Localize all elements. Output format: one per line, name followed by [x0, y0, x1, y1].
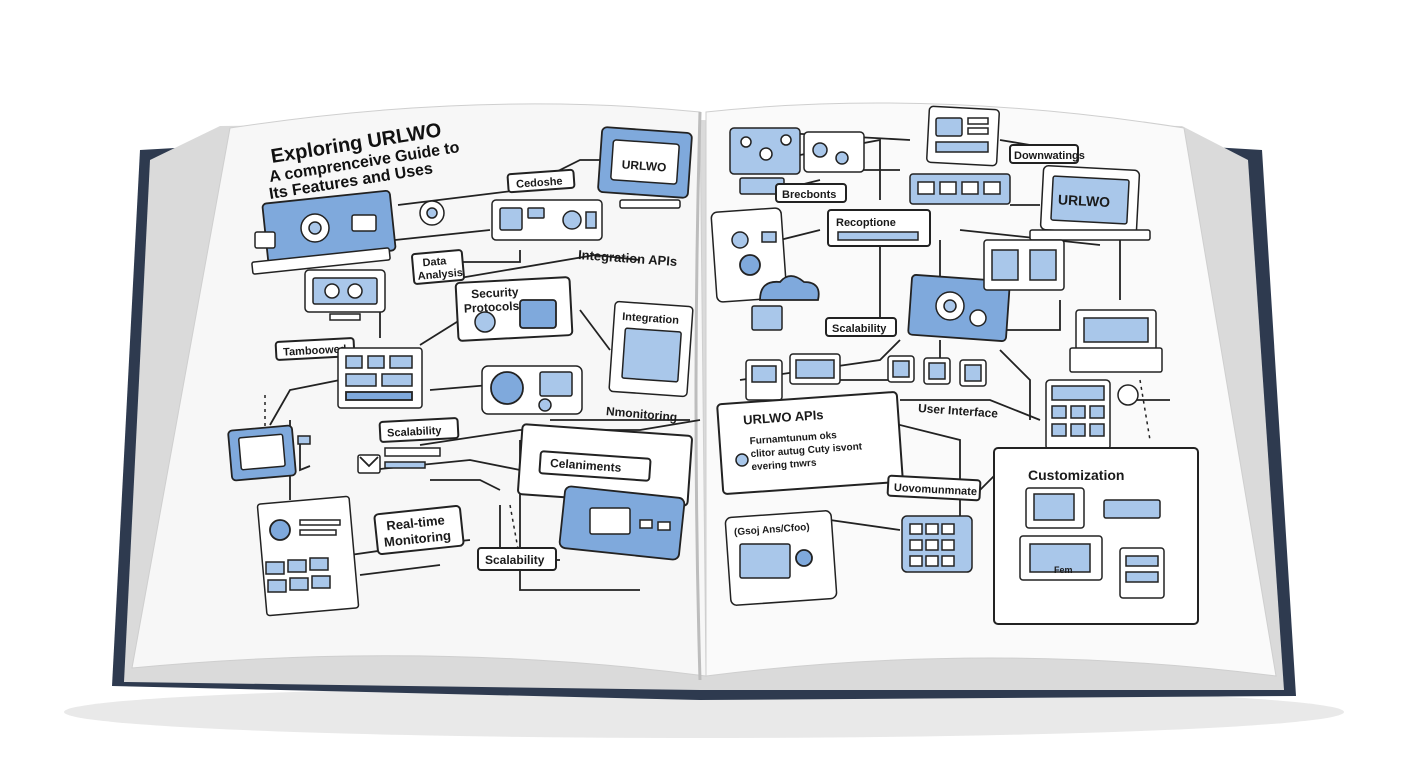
- urlwo-laptop-illustration: URLWO: [1029, 165, 1151, 241]
- celaniments-panel: Celaniments: [517, 423, 693, 507]
- network-graph-illustration: [729, 127, 865, 195]
- gear-monitor-illustration: [907, 274, 1011, 342]
- app-window-illustration: [491, 199, 603, 241]
- settings-window-illustration: [926, 105, 1000, 167]
- icon-row-illustration: [887, 355, 987, 387]
- integration-label: Integration: [622, 311, 680, 327]
- customization-label: Customization: [1028, 467, 1124, 483]
- codeshe-tag: [506, 168, 576, 194]
- analytics-monitor-illustration: [304, 269, 386, 321]
- tamboowed-label: Tamboowed: [283, 343, 347, 358]
- downwatings-tag: [1009, 144, 1079, 164]
- api-device-illustration: (Gsoj Ans/Cfoo): [724, 510, 838, 606]
- gear-icon: [419, 200, 445, 226]
- brecbonts-label: Brecbonts: [782, 189, 836, 201]
- image-window-illustration: [983, 239, 1065, 291]
- user-cloud-illustration: [751, 275, 820, 331]
- message-list-illustration: [357, 447, 441, 474]
- urlwo-monitor-label: URLWO: [621, 157, 667, 174]
- urlwo-apis-box: URLWO APIs Furnamtunum oks clitor autug …: [716, 391, 904, 495]
- book-gutter: [694, 111, 702, 681]
- customization-panel: Customization Fem: [993, 447, 1199, 625]
- security-protocols-box: Security Protocols: [454, 276, 574, 342]
- mobile-app-illustration: [710, 207, 788, 303]
- calculator-grid-illustration: [1045, 379, 1139, 451]
- scalability-label-b: Scalability: [485, 553, 545, 567]
- user-interface-label: User Interface: [918, 401, 999, 421]
- security-label-1: Security: [471, 285, 519, 301]
- document-illustration: [256, 495, 360, 617]
- urlwo-apis-label: URLWO APIs: [743, 407, 824, 428]
- celaniments-label: Celaniments: [550, 456, 622, 475]
- scalability-label-right: Scalability: [832, 323, 887, 335]
- uovomunmnate-label: Uovomunmnate: [894, 482, 978, 498]
- scalability-tag-a: [378, 417, 460, 443]
- realtime-label-2: Monitoring: [383, 528, 451, 550]
- realtime-label-1: Real-time: [386, 512, 446, 533]
- urlwo-laptop-label: URLWO: [1058, 191, 1111, 210]
- urlwo-monitor-illustration: URLWO: [597, 126, 693, 209]
- urlwo-apis-text-3: evering tnwrs: [751, 458, 817, 474]
- desktop-pc-illustration: [745, 353, 841, 401]
- integration-device-illustration: Integration: [608, 300, 694, 398]
- security-label-2: Protocols: [464, 299, 520, 316]
- api-flow-label: (Gsoj Ans/Cfoo): [734, 522, 810, 538]
- brecbonts-tag: [775, 183, 847, 203]
- integration-apis-label: Integration APIs: [578, 247, 678, 269]
- fem-tag-label: Fem: [1054, 565, 1073, 575]
- data-analysis-tag: [411, 249, 465, 285]
- scalability-label-a: Scalability: [387, 425, 443, 440]
- downwatings-label: Downwatings: [1014, 150, 1085, 162]
- tablet-illustration: [227, 424, 311, 482]
- book-shadow: [64, 686, 1344, 738]
- circuit-strip-illustration: [909, 173, 1011, 205]
- data-analysis-label-2: Analysis: [417, 267, 463, 283]
- scalability-tag-b: [477, 547, 557, 571]
- scalability-tag-right: [825, 317, 897, 337]
- dashboard-window-illustration: [337, 347, 423, 409]
- recoptione-box: Recoptione: [827, 209, 931, 247]
- cloud-chart-illustration: [481, 365, 583, 415]
- codeshe-label: Cedoshe: [516, 176, 563, 191]
- uovomunmnate-tag: [886, 474, 982, 502]
- data-analysis-label-1: Data: [422, 255, 448, 269]
- realtime-monitoring-tag: [373, 505, 465, 555]
- nmonitoring-label: Nmonitoring: [606, 404, 678, 424]
- recoptione-label: Recoptione: [836, 217, 896, 229]
- settings-screen-illustration: [251, 189, 397, 275]
- keypad-illustration: [901, 515, 973, 573]
- tamboowed-tag: [274, 337, 356, 361]
- laptop-right-illustration: [1069, 309, 1163, 373]
- ship-card-illustration: [558, 485, 686, 561]
